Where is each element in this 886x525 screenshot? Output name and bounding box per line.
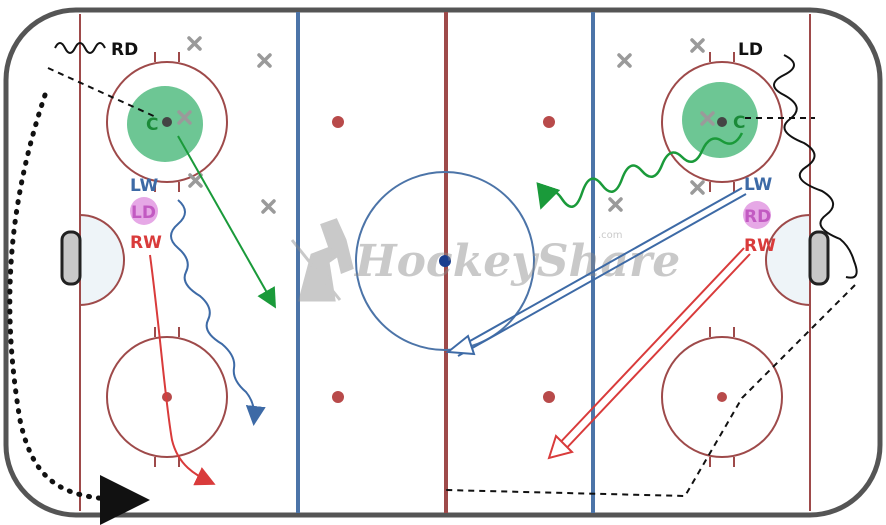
right-rd-dashed-route	[444, 284, 856, 498]
left-rd-label: RD	[111, 40, 138, 60]
neutral-dot-top-right	[543, 116, 555, 128]
neutral-dot-top-left	[332, 116, 344, 128]
right-rd-marker	[743, 201, 771, 229]
left-goal-crease	[79, 213, 125, 307]
cone-x-icon	[177, 36, 715, 214]
right-goal-crease	[765, 213, 811, 307]
right-lw-double-pass	[453, 187, 747, 357]
left-rd-skate-wave	[54, 42, 106, 54]
center-ice-circle	[355, 171, 535, 351]
neutral-dot-bottom-left	[332, 391, 344, 403]
right-lw-label: LW	[744, 175, 773, 195]
right-rw-double-pass	[554, 247, 751, 455]
left-rd-pass-dashed	[47, 67, 159, 119]
left-ld-label: LD	[131, 203, 156, 223]
neutral-dot-bottom-right	[543, 391, 555, 403]
faceoff-circle-top-left	[106, 52, 228, 192]
left-lw-skate-wave	[170, 199, 266, 426]
left-rw-label: RW	[130, 233, 162, 253]
left-net	[60, 230, 82, 286]
faceoff-circle-bottom-left	[106, 327, 228, 467]
left-lw-label: LW	[130, 176, 159, 196]
right-puck-dot	[717, 117, 727, 127]
left-ld-marker	[130, 197, 158, 225]
right-rw-pass-head	[547, 434, 574, 460]
right-c-skate-wave	[536, 132, 744, 210]
right-rd-label: RD	[744, 207, 771, 227]
left-ld-dotted-route	[7, 92, 150, 525]
faceoff-circle-bottom-right	[661, 327, 783, 467]
left-c-label: C	[146, 115, 158, 135]
center-faceoff-dot	[439, 255, 451, 267]
right-rw-label: RW	[744, 236, 776, 256]
right-c-label: C	[733, 113, 745, 133]
left-rw-route	[149, 254, 216, 486]
left-c-pass-arrow	[177, 135, 276, 309]
right-ld-label: LD	[738, 40, 763, 60]
right-lw-pass-head	[445, 334, 476, 356]
right-ld-skate-wave	[773, 54, 858, 279]
watermark-suffix: .com	[598, 230, 623, 241]
left-puck-dot	[162, 117, 172, 127]
faceoff-circle-top-right	[661, 52, 783, 192]
watermark-text: HockeyShare	[353, 236, 680, 287]
right-net	[808, 230, 830, 286]
